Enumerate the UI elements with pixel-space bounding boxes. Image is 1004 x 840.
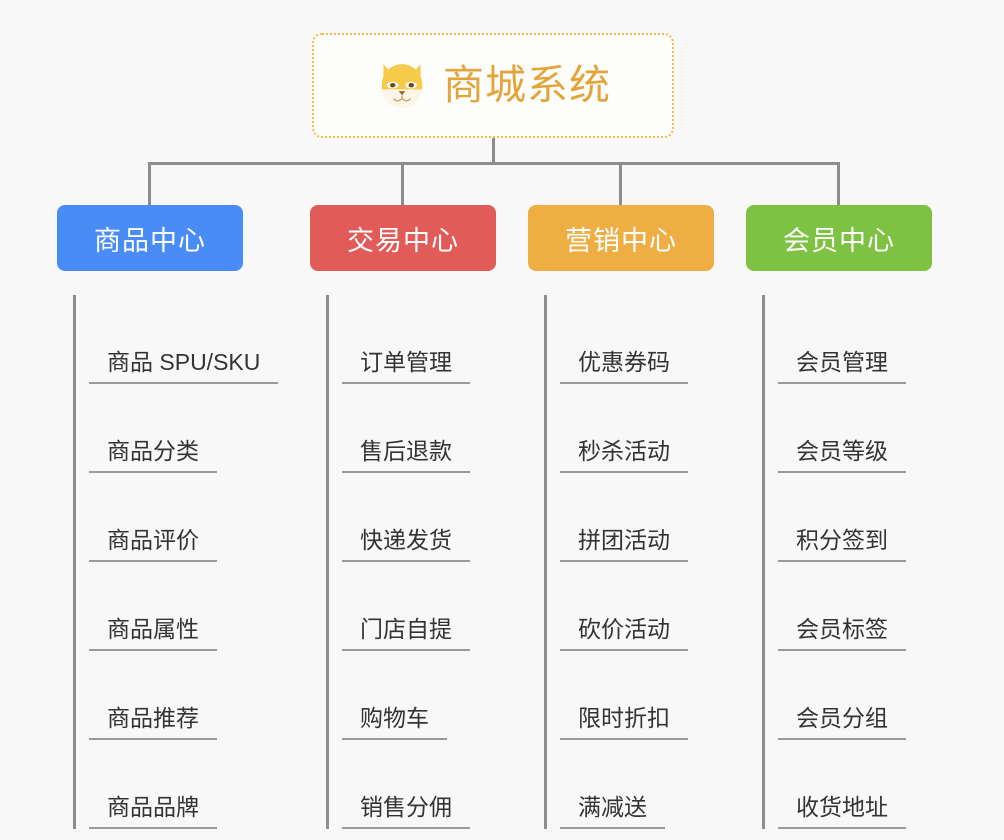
list-item[interactable]: 秒杀活动 — [544, 384, 714, 473]
leaf-list-1: 商品 SPU/SKU 商品分类 商品评价 商品属性 商品推荐 商品品牌 — [57, 295, 279, 829]
list-item-label: 订单管理 — [342, 349, 470, 384]
list-item[interactable]: 商品分类 — [73, 384, 243, 473]
list-item[interactable]: 商品品牌 — [73, 740, 243, 829]
leaf-list-2: 订单管理 售后退款 快递发货 门店自提 购物车 销售分佣 — [310, 295, 496, 829]
branch-header-label: 营销中心 — [565, 225, 677, 256]
leaf-spine-3 — [544, 295, 547, 829]
connector-root-stem — [492, 138, 495, 164]
list-item-label: 优惠券码 — [560, 349, 688, 384]
list-item-label: 售后退款 — [342, 438, 470, 473]
connector-drop-4 — [837, 162, 840, 206]
list-item-label: 秒杀活动 — [560, 438, 688, 473]
list-item-label: 会员分组 — [778, 705, 906, 740]
list-item-label: 会员标签 — [778, 616, 906, 651]
list-item-label: 会员等级 — [778, 438, 906, 473]
list-item[interactable]: 商品推荐 — [73, 651, 243, 740]
list-item[interactable]: 会员分组 — [762, 651, 932, 740]
list-item[interactable]: 会员等级 — [762, 384, 932, 473]
list-item[interactable]: 售后退款 — [326, 384, 496, 473]
root-node[interactable]: 商城系统 — [312, 33, 674, 138]
branch-column-2: 交易中心 订单管理 售后退款 快递发货 门店自提 购物车 销售分佣 — [310, 205, 496, 829]
list-item-label: 商品属性 — [89, 616, 217, 651]
list-item[interactable]: 商品属性 — [73, 562, 243, 651]
connector-drop-2 — [401, 162, 404, 206]
root-title: 商城系统 — [443, 62, 611, 108]
list-item-label: 商品评价 — [89, 527, 217, 562]
branch-column-4: 会员中心 会员管理 会员等级 积分签到 会员标签 会员分组 收货地址 — [746, 205, 932, 829]
list-item-label: 限时折扣 — [560, 705, 688, 740]
connector-horizontal-bus — [148, 162, 840, 165]
leaf-list-4: 会员管理 会员等级 积分签到 会员标签 会员分组 收货地址 — [746, 295, 932, 829]
branch-header-2[interactable]: 交易中心 — [310, 205, 496, 271]
list-item[interactable]: 砍价活动 — [544, 562, 714, 651]
connector-drop-1 — [148, 162, 151, 206]
list-item[interactable]: 会员标签 — [762, 562, 932, 651]
list-item-label: 满减送 — [560, 794, 665, 829]
list-item-label: 积分签到 — [778, 527, 906, 562]
list-item[interactable]: 限时折扣 — [544, 651, 714, 740]
list-item-label: 快递发货 — [342, 527, 470, 562]
branch-header-1[interactable]: 商品中心 — [57, 205, 243, 271]
list-item-label: 拼团活动 — [560, 527, 688, 562]
list-item[interactable]: 购物车 — [326, 651, 496, 740]
list-item-label: 会员管理 — [778, 349, 906, 384]
branch-column-1: 商品中心 商品 SPU/SKU 商品分类 商品评价 商品属性 商品推荐 商品品牌 — [57, 205, 279, 829]
list-item[interactable]: 积分签到 — [762, 473, 932, 562]
list-item[interactable]: 销售分佣 — [326, 740, 496, 829]
list-item[interactable]: 商品 SPU/SKU — [73, 295, 279, 384]
list-item[interactable]: 拼团活动 — [544, 473, 714, 562]
list-item-label: 商品 SPU/SKU — [89, 349, 279, 384]
connector-drop-3 — [619, 162, 622, 206]
branch-header-3[interactable]: 营销中心 — [528, 205, 714, 271]
list-item-label: 商品分类 — [89, 438, 217, 473]
list-item-label: 收货地址 — [778, 794, 906, 829]
leaf-spine-2 — [326, 295, 329, 829]
list-item[interactable]: 快递发货 — [326, 473, 496, 562]
branch-header-label: 商品中心 — [94, 225, 206, 256]
list-item[interactable]: 订单管理 — [326, 295, 496, 384]
list-item-label: 门店自提 — [342, 616, 470, 651]
list-item[interactable]: 门店自提 — [326, 562, 496, 651]
branch-column-3: 营销中心 优惠券码 秒杀活动 拼团活动 砍价活动 限时折扣 满减送 — [528, 205, 714, 829]
leaf-spine-1 — [73, 295, 76, 829]
list-item[interactable]: 满减送 — [544, 740, 714, 829]
list-item-label: 砍价活动 — [560, 616, 688, 651]
leaf-list-3: 优惠券码 秒杀活动 拼团活动 砍价活动 限时折扣 满减送 — [528, 295, 714, 829]
branch-header-label: 会员中心 — [783, 225, 895, 256]
branch-header-label: 交易中心 — [347, 225, 459, 256]
leaf-spine-4 — [762, 295, 765, 829]
list-item-label: 购物车 — [342, 705, 447, 740]
list-item-label: 销售分佣 — [342, 794, 470, 829]
list-item[interactable]: 收货地址 — [762, 740, 932, 829]
list-item-label: 商品推荐 — [89, 705, 217, 740]
branch-header-4[interactable]: 会员中心 — [746, 205, 932, 271]
list-item[interactable]: 商品评价 — [73, 473, 243, 562]
list-item-label: 商品品牌 — [89, 794, 217, 829]
shiba-dog-face-icon — [381, 63, 423, 108]
list-item[interactable]: 优惠券码 — [544, 295, 714, 384]
list-item[interactable]: 会员管理 — [762, 295, 932, 384]
